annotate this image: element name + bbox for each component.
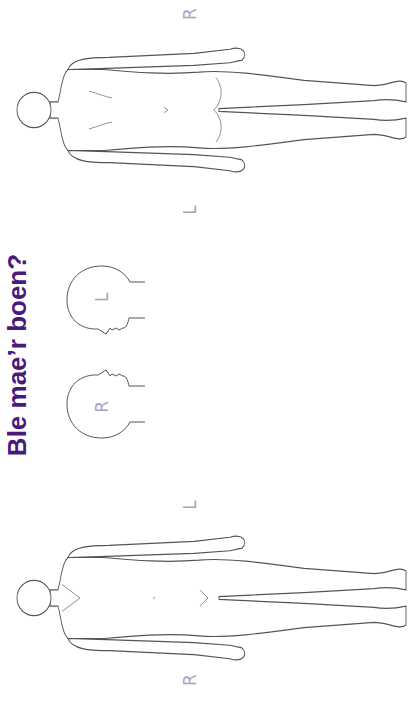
side-label: L (180, 205, 200, 214)
side-label: L (180, 500, 200, 509)
front-figure (17, 536, 406, 660)
head-outline-path (67, 266, 145, 334)
side-label: R (180, 8, 200, 20)
head-outline-path (67, 370, 145, 438)
title: Ble mae’r boen? (2, 254, 33, 456)
head-profile: R (63, 362, 147, 442)
side-letter: R (92, 401, 112, 413)
back-figure (17, 48, 406, 172)
head-profile: L (63, 262, 147, 342)
side-letter: L (92, 292, 112, 301)
side-label: R (180, 674, 200, 686)
head-outline (63, 262, 147, 342)
